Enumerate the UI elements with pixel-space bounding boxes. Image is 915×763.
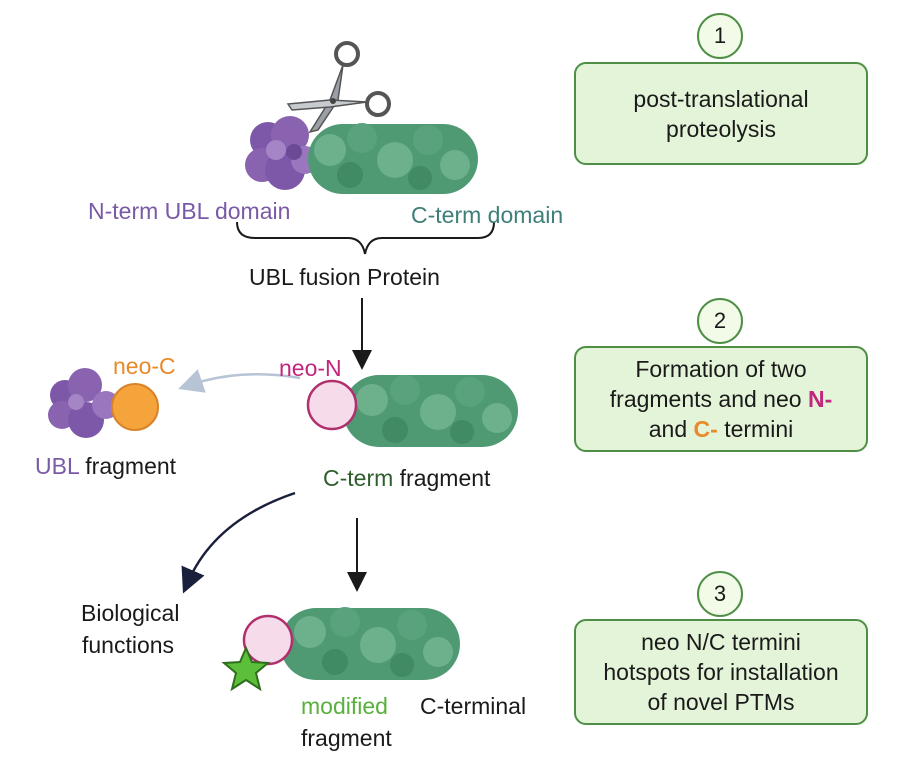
curved-arrow-icon (181, 491, 296, 594)
n-term-label: N-term UBL domain (88, 198, 290, 224)
step-2-number: 2 (697, 298, 743, 344)
c-term-fragment-blob (343, 375, 518, 447)
step-1-box: post-translational proteolysis (574, 62, 868, 165)
fusion-protein-label: UBL fusion Protein (249, 264, 440, 290)
step-2-line3: and C- termini (610, 414, 832, 444)
neo-n-highlight: N- (807, 386, 833, 412)
biological-line1: Biological (81, 600, 180, 626)
modified-fragment-blob (280, 607, 460, 680)
neo-c-highlight: C- (693, 416, 718, 442)
step-2-box: Formation of two fragments and neo N- an… (574, 346, 868, 452)
fusion-brace (236, 221, 495, 255)
ubl-text: UBL (35, 453, 79, 479)
step-3-number: 3 (697, 571, 743, 617)
step-2-line3-before: and (648, 416, 688, 442)
ubl-domain-blob (245, 116, 319, 190)
c-term-fragment-word: fragment (399, 465, 491, 491)
neo-c-label: neo-C (113, 353, 176, 379)
neo-n-label: neo-N (279, 355, 342, 381)
step-3-box: neo N/C termini hotspots for installatio… (574, 619, 868, 725)
neo-c-circle (111, 383, 159, 431)
step-2-line2-text: fragments and neo (609, 386, 802, 412)
domain-purple-text: domain (214, 198, 291, 224)
step-2-line2: fragments and neo N- (610, 384, 832, 414)
c-term-text: C-term (411, 202, 482, 228)
modified-fragment-text: fragment (301, 725, 392, 751)
step-1-line1: post-translational (633, 85, 809, 112)
modified-text: modified (301, 693, 388, 719)
star-icon (221, 645, 271, 692)
scissors-icon (286, 41, 391, 134)
biological-line2: functions (82, 632, 175, 658)
n-term-ubl-text: N-term UBL (88, 198, 209, 224)
step-3-line3: of novel PTMs (647, 689, 795, 715)
neo-n-circle (242, 614, 294, 666)
curved-arrow-icon (178, 369, 301, 393)
step-2-line1: Formation of two (635, 356, 807, 382)
step-1-line2: proteolysis (666, 115, 776, 142)
c-term-fragment-label: C-term fragment (323, 465, 490, 491)
step-3-line1: neo N/C termini (641, 629, 801, 655)
ubl-fragment-label: UBL fragment (35, 453, 176, 479)
neo-n-circle (306, 379, 358, 431)
c-term-label: C-term domain (411, 202, 563, 228)
step-1-number: 1 (697, 13, 743, 59)
c-terminal-text: C-terminal (420, 693, 527, 719)
c-term-fragment-text: C-term (323, 465, 394, 491)
step-3-line2: hotspots for installation (603, 659, 839, 685)
ubl-fragment-blob (48, 368, 120, 438)
step-2-line3-after: termini (724, 416, 794, 442)
domain-teal-text: domain (487, 202, 564, 228)
c-term-domain-blob (308, 123, 478, 194)
modified-label: modified (301, 693, 388, 719)
ubl-fragment-text: fragment (85, 453, 177, 479)
